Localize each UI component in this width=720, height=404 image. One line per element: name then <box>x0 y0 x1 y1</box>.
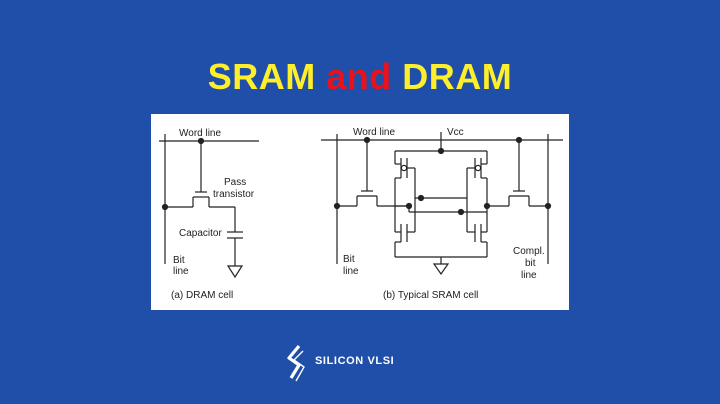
brand-name: SILICON VLSI <box>315 355 395 367</box>
dram-bit-label: Bit <box>173 255 185 266</box>
sram-compl-label: Compl. <box>513 246 545 257</box>
title-dram: DRAM <box>402 56 513 97</box>
title-and: and <box>326 56 392 97</box>
dram-pass-label: Pass <box>224 177 246 188</box>
sram-bit-label: Bit <box>343 254 355 265</box>
title-sram: SRAM <box>207 56 316 97</box>
dram-ground-icon <box>226 265 244 279</box>
circuit-diagram-panel: Word line Pass transistor Capacitor Bit … <box>151 114 569 310</box>
sram-compl-bit-label: bit <box>525 258 536 269</box>
sram-vcc-label: Vcc <box>447 127 464 138</box>
sram-line-label: line <box>343 266 359 277</box>
circuit-diagram: Word line Pass transistor Capacitor Bit … <box>159 127 563 301</box>
dram-transistor-label: transistor <box>213 189 255 200</box>
sram-ground-icon <box>432 263 450 276</box>
dram-line-label: line <box>173 266 189 277</box>
dram-word-line-label: Word line <box>179 128 221 139</box>
page-title: SRAM and DRAM <box>0 56 720 98</box>
dram-capacitor-label: Capacitor <box>179 228 222 239</box>
sram-compl-line-label: line <box>521 270 537 281</box>
sram-caption: (b) Typical SRAM cell <box>383 290 478 301</box>
sram-word-line-label: Word line <box>353 127 395 138</box>
brand-logo: SILICON VLSI <box>285 345 445 383</box>
dram-caption: (a) DRAM cell <box>171 290 233 301</box>
silicon-vlsi-logo-icon <box>287 345 305 382</box>
